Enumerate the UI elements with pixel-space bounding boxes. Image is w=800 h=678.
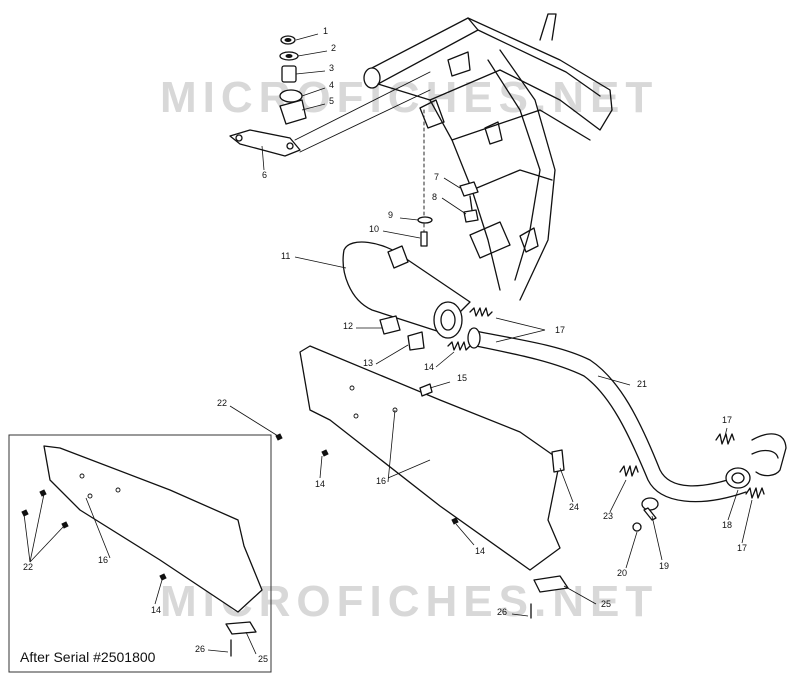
callout-c17a: 17 [555,325,565,335]
callout-c25b: 25 [258,654,268,664]
springs [447,307,765,499]
callout-c2: 2 [331,43,336,53]
inset-caption: After Serial #2501800 [20,649,156,665]
callout-c26a: 26 [497,607,507,617]
callout-c19: 19 [659,561,669,571]
callout-c9: 9 [388,210,393,220]
mount-stack [229,35,431,157]
callout-c14d: 14 [151,605,161,615]
callout-c11: 11 [281,251,290,261]
callout-c14c: 14 [475,546,485,556]
callout-c4: 4 [329,80,334,90]
callout-c13: 13 [363,358,373,368]
callout-c22a: 22 [217,398,227,408]
callout-c16b: 16 [98,555,108,565]
hanger-hardware [417,109,479,247]
callout-c1: 1 [323,26,328,36]
callout-c7: 7 [434,172,439,182]
heat-shield-main [275,345,569,619]
callout-leaders [23,33,753,655]
callout-c22b: 22 [23,562,33,572]
callout-c15: 15 [457,373,467,383]
callout-c3: 3 [329,63,334,73]
callout-c12: 12 [343,321,353,331]
callout-c24: 24 [569,502,579,512]
head-pipe [467,327,787,532]
callout-c17b: 17 [722,415,732,425]
callout-c20: 20 [617,568,627,578]
inset-panel: After Serial #2501800 [8,434,272,673]
callout-c10: 10 [369,224,379,234]
frame-assembly [363,13,613,301]
callout-c16a: 16 [376,476,386,486]
callout-c6: 6 [262,170,267,180]
callout-c17c: 17 [737,543,747,553]
callout-c14b: 14 [315,479,325,489]
callout-c8: 8 [432,192,437,202]
callout-c23: 23 [603,511,613,521]
callout-c26b: 26 [195,644,205,654]
callout-c21: 21 [637,379,647,389]
callout-c14a: 14 [424,362,434,372]
callout-c5: 5 [329,96,334,106]
callout-c18: 18 [722,520,732,530]
muffler [342,241,471,351]
watermark-top: MICROFICHES.NET [160,73,658,122]
callout-c25a: 25 [601,599,611,609]
